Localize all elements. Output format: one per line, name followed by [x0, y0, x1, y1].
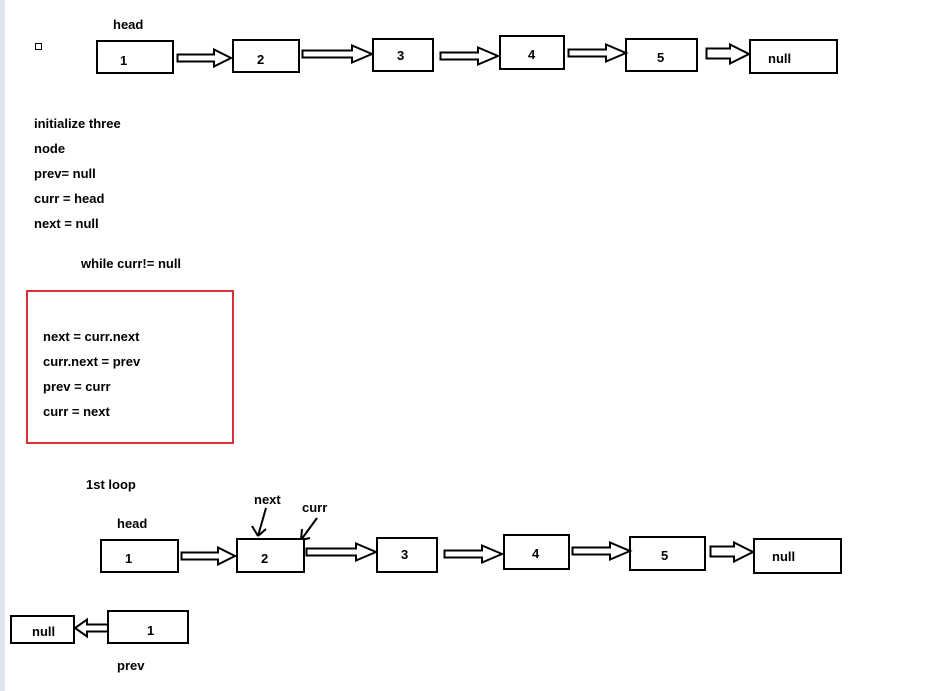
init-line: curr = head	[34, 191, 105, 206]
node-value: 1	[120, 53, 128, 68]
loop1-title: 1st loop	[86, 477, 136, 492]
loop1-head-label: head	[117, 516, 148, 531]
loop-body-line: curr = next	[43, 404, 110, 419]
block-arrow-left	[73, 617, 110, 639]
block-arrow-right	[305, 541, 379, 563]
node-value: 1	[125, 551, 133, 566]
list-node-1: 1	[96, 40, 174, 74]
head-label: head	[113, 17, 144, 32]
node-value: 3	[397, 48, 405, 63]
loop1-node-1: 1	[100, 539, 179, 573]
loop1-next-label: next	[254, 492, 281, 507]
node-value: 4	[532, 546, 540, 561]
block-arrow-right	[709, 540, 756, 564]
block-arrow-right	[571, 540, 633, 562]
block-arrow-right	[705, 42, 752, 66]
left-edge-strip	[0, 0, 5, 691]
node-value: null	[768, 51, 792, 66]
init-line: node	[34, 141, 66, 156]
init-line: next = null	[34, 216, 99, 231]
node-value: 2	[261, 551, 269, 566]
loop1-curr-label: curr	[302, 500, 328, 515]
loop1-node-5: 5	[629, 536, 706, 571]
loop1-node-null: null	[753, 538, 842, 574]
init-line: prev= null	[34, 166, 96, 181]
init-line: initialize three	[34, 116, 121, 131]
prev-label: prev	[117, 658, 145, 673]
list-node-5: 5	[625, 38, 698, 72]
node-value: null	[772, 549, 796, 564]
list-node-2: 2	[232, 39, 300, 73]
node-value: 3	[401, 547, 409, 562]
loop-body-line: curr.next = prev	[43, 354, 141, 369]
node-value: 5	[661, 548, 669, 563]
list-node-4: 4	[499, 35, 565, 70]
loop-body-line: next = curr.next	[43, 329, 140, 344]
small-square-marker	[35, 43, 42, 50]
loop1-node-2: 2	[236, 538, 305, 573]
next-pointer-arrow	[251, 507, 267, 537]
loop-body-box	[26, 290, 234, 444]
node-value: 4	[528, 47, 536, 62]
reversed-node-1: 1	[107, 610, 189, 644]
block-arrow-right	[301, 43, 375, 65]
list-node-3: 3	[372, 38, 434, 72]
loop1-node-3: 3	[376, 537, 438, 573]
block-arrow-right	[180, 545, 238, 567]
block-arrow-right	[176, 47, 234, 69]
reversed-node-null: null	[10, 615, 75, 644]
node-value: 2	[257, 52, 265, 67]
block-arrow-right	[443, 543, 505, 565]
loop1-node-4: 4	[503, 534, 570, 570]
loop-body-line: prev = curr	[43, 379, 111, 394]
node-value: 1	[147, 623, 155, 638]
while-condition: while curr!= null	[81, 256, 182, 271]
list-node-null: null	[749, 39, 838, 74]
block-arrow-right	[567, 42, 629, 64]
node-value: null	[32, 624, 56, 639]
node-value: 5	[657, 50, 665, 65]
block-arrow-right	[439, 45, 501, 67]
